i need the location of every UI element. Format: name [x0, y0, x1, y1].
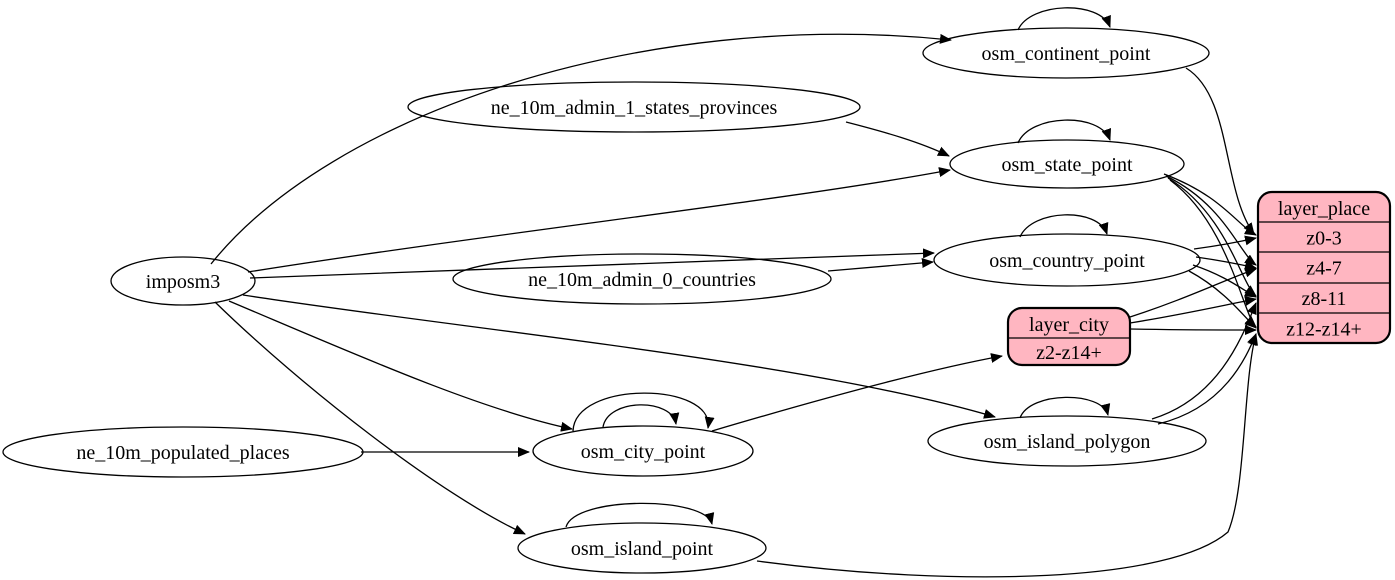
- self-loop-osm_island_polygon-to-osm_island_polygon: [1019, 396, 1111, 419]
- osm_state_point-label: osm_state_point: [1001, 154, 1133, 176]
- edge-osm_state_point-to-layer_place-z4-7: [1165, 175, 1257, 266]
- edge-ne_10m_admin_0_countries-to-osm_country_point: [827, 258, 934, 272]
- layer_place-row-1: z0-3: [1306, 228, 1342, 250]
- node-osm_island_point: osm_island_point: [517, 522, 767, 574]
- edge-osm_country_point-to-layer_place-z8-11: [1192, 264, 1257, 298]
- edge-osm_continent_point-to-layer_place-z0-3: [1185, 67, 1255, 235]
- imposm3-label: imposm3: [146, 271, 220, 293]
- self-loop-osm_island_point-to-osm_island_point: [565, 502, 715, 528]
- osm_city_point-shape: [532, 425, 754, 477]
- osm_country_point-label: osm_country_point: [989, 250, 1145, 272]
- edge-imposm3-to-osm_island_point: [214, 301, 526, 535]
- edge-ne_10m_admin_1_states_provinces-to-osm_state_point: [845, 121, 950, 157]
- edge-osm_island_polygon-to-layer_place-z8-11: [1151, 302, 1257, 420]
- node-osm_city_point: osm_city_point: [532, 425, 754, 477]
- node-layer_place: layer_place z0-3 z4-7 z8-11 z12-z14+: [1256, 190, 1392, 345]
- layer_place-row-4: z12-z14+: [1286, 319, 1362, 341]
- node-osm_continent_point: osm_continent_point: [922, 27, 1210, 79]
- osm_continent_point-label: osm_continent_point: [982, 43, 1151, 65]
- edge-osm_country_point-to-layer_place-z4-7: [1195, 256, 1257, 271]
- node-osm_country_point: osm_country_point: [933, 233, 1201, 287]
- edge-layer_city-to-layer_place-z4-7: [1129, 267, 1257, 318]
- osm_island_polygon-label: osm_island_polygon: [984, 431, 1151, 453]
- edge-osm_island_point-to-layer_place-z12-z14+: [756, 333, 1258, 578]
- node-ne_10m_admin_1_states_provinces: ne_10m_admin_1_states_provinces: [407, 81, 861, 133]
- node-imposm3: imposm3: [110, 256, 256, 306]
- layer_place-row-3: z8-11: [1302, 288, 1347, 310]
- edge-imposm3-to-osm_state_point: [247, 167, 951, 273]
- osm_country_point-shape: [933, 233, 1201, 287]
- layer_city-row-1: z2-z14+: [1036, 342, 1102, 364]
- osm_continent_point-shape: [922, 27, 1210, 79]
- edge-imposm3-to-osm_country_point: [249, 248, 935, 279]
- edge-imposm3-to-osm_island_polygon: [242, 294, 996, 419]
- edge-osm_country_point-to-layer_place-z0-3: [1193, 235, 1257, 250]
- osm_island_point-shape: [517, 522, 767, 574]
- osm_island_polygon-shape: [927, 415, 1207, 467]
- ne_10m_admin_1_states_provinces-shape: [407, 81, 861, 133]
- self-loop-osm_city_point-to-osm_city_point: [602, 404, 680, 428]
- node-layer_city: layer_city z2-z14+: [1006, 306, 1132, 367]
- ne_10m_populated_places-label: ne_10m_populated_places: [76, 442, 289, 464]
- layer_place-shape: [1256, 190, 1392, 345]
- layer_place-row-2: z4-7: [1306, 258, 1342, 280]
- layer_city-row-0: layer_city: [1029, 314, 1109, 336]
- edge-osm_state_point-to-layer_place-z0-3: [1163, 173, 1257, 236]
- edge-layer_city-to-layer_place-z8-11: [1129, 296, 1257, 324]
- node-osm_island_polygon: osm_island_polygon: [927, 415, 1207, 467]
- layer_city-shape: [1006, 306, 1132, 367]
- self-loop-osm_city_point-to-osm_city_point: [572, 392, 715, 432]
- edge-imposm3-to-osm_continent_point: [210, 33, 952, 265]
- edge-osm_state_point-to-layer_place-z8-11: [1167, 177, 1257, 297]
- imposm3-shape: [110, 256, 256, 306]
- layer_place-row-0: layer_place: [1278, 198, 1370, 220]
- osm_state_point-shape: [949, 139, 1185, 189]
- node-ne_10m_populated_places: ne_10m_populated_places: [2, 426, 364, 478]
- self-loop-osm_state_point-to-osm_state_point: [1017, 119, 1111, 144]
- self-loop-osm_continent_point-to-osm_continent_point: [1017, 7, 1111, 31]
- edge-imposm3-to-osm_city_point: [228, 300, 573, 432]
- ne_10m_admin_1_states_provinces-label: ne_10m_admin_1_states_provinces: [491, 97, 778, 119]
- edge-layer_city-to-layer_place-z12-z14+: [1129, 324, 1257, 335]
- edge-osm_city_point-to-layer_city-z2-z14+: [711, 353, 1003, 432]
- self-loop-osm_country_point-to-osm_country_point: [1019, 214, 1109, 238]
- osm_island_point-label: osm_island_point: [571, 538, 714, 560]
- ne_10m_admin_0_countries-label: ne_10m_admin_0_countries: [528, 269, 756, 291]
- osm_city_point-label: osm_city_point: [581, 441, 706, 463]
- node-ne_10m_admin_0_countries: ne_10m_admin_0_countries: [452, 253, 832, 305]
- node-osm_state_point: osm_state_point: [949, 139, 1185, 189]
